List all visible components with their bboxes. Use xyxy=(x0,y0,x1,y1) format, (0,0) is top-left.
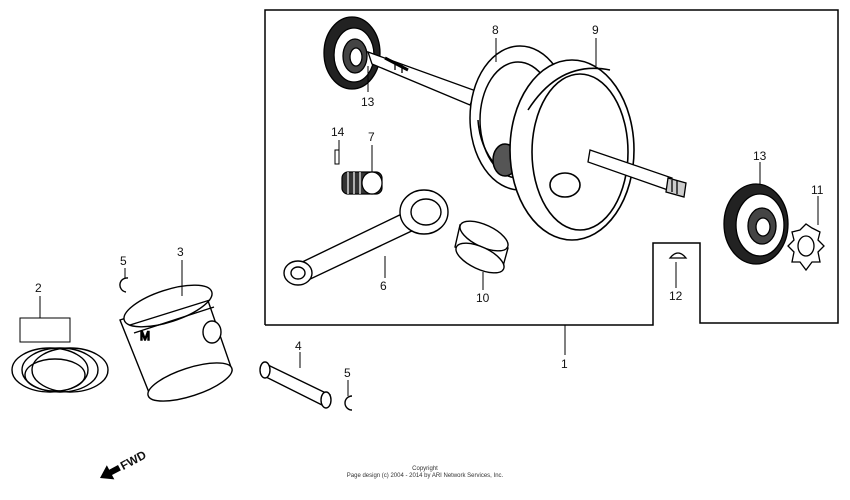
callout-2: 2 xyxy=(35,281,42,295)
copyright-line-2: Page design (c) 2004 - 2014 by ARI Netwo… xyxy=(346,473,504,479)
callout-12: 12 xyxy=(669,289,683,303)
callout-6: 6 xyxy=(380,279,387,293)
callout-3: 3 xyxy=(177,245,184,259)
callout-14: 14 xyxy=(331,125,345,139)
crank-pin-plug xyxy=(334,149,340,165)
callout-7: 7 xyxy=(368,130,375,144)
wrist-pin xyxy=(259,361,332,409)
ring-set-label-box xyxy=(19,317,71,343)
needle-bearing xyxy=(341,171,383,195)
woodruff-key xyxy=(668,252,688,259)
connecting-rod xyxy=(283,189,449,286)
bearing-right xyxy=(723,183,789,265)
crank-flywheel-right xyxy=(509,59,635,241)
piston-rings xyxy=(11,347,109,393)
callout-1: 1 xyxy=(561,357,568,371)
crank-pin xyxy=(454,220,509,274)
copyright-line-1: Copyright xyxy=(412,466,438,472)
circlip-upper xyxy=(119,277,129,293)
callout-9: 9 xyxy=(592,23,599,37)
piston: M xyxy=(119,284,233,402)
crankshaft-right-shaft xyxy=(587,149,687,198)
callout-11: 11 xyxy=(811,183,824,197)
timing-sprocket xyxy=(787,223,825,272)
callout-5-lower: 5 xyxy=(344,366,351,380)
callout-8: 8 xyxy=(492,23,499,37)
assembly-boundary xyxy=(264,9,839,326)
bearing-left xyxy=(323,16,381,90)
copyright-footer: Copyright Page design (c) 2004 - 2014 by… xyxy=(0,466,850,480)
callout-13-left: 13 xyxy=(361,95,375,109)
callout-5-upper: 5 xyxy=(120,254,127,268)
leader-lines xyxy=(39,38,819,396)
crankshaft-left-shaft xyxy=(366,50,477,106)
circlip-lower xyxy=(344,395,353,411)
svg-text:M: M xyxy=(140,329,150,343)
callout-13-right: 13 xyxy=(753,149,767,163)
callout-10: 10 xyxy=(476,291,490,305)
callout-4: 4 xyxy=(295,339,302,353)
